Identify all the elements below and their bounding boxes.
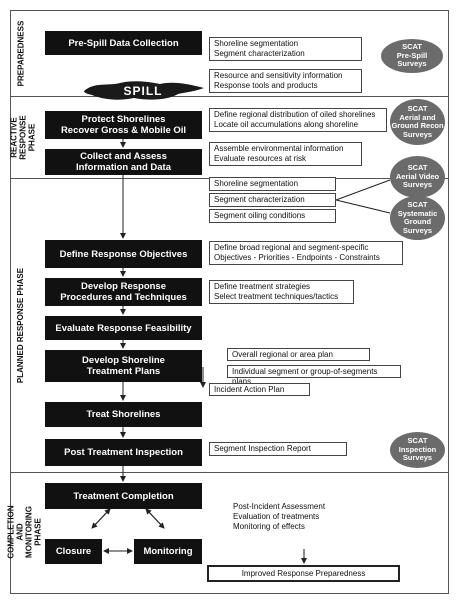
note-prespill-segmentation: Shoreline segmentation Segment character… (209, 37, 362, 61)
scat-aerial-ground-recon: SCAT Aerial and Ground Recon Surveys (390, 99, 445, 145)
note-post-incident: Post-Incident Assessment Evaluation of t… (229, 501, 354, 537)
note-improved-preparedness: Improved Response Preparedness (207, 565, 400, 582)
step-prespill-data-collection: Pre-Spill Data Collection (45, 31, 202, 55)
note-treatment-strategies: Define treatment strategies Select treat… (209, 280, 354, 304)
step-treatment-completion: Treatment Completion (45, 483, 202, 509)
note-define-objectives: Define broad regional and segment-specif… (209, 241, 403, 265)
spill-graphic: SPILL (84, 81, 204, 100)
step-define-response-objectives: Define Response Objectives (45, 240, 202, 268)
note-inspection-report: Segment Inspection Report (209, 442, 347, 456)
step-closure: Closure (45, 539, 102, 564)
step-monitoring: Monitoring (134, 539, 202, 564)
step-develop-procedures: Develop Response Procedures and Techniqu… (45, 278, 202, 306)
step-collect-assess: Collect and Assess Information and Data (45, 149, 202, 175)
note-segment-plans: Individual segment or group-of-segments … (227, 365, 401, 386)
spill-label: SPILL (123, 84, 162, 98)
scat-prespill-surveys: SCAT Pre-Spill Surveys (381, 39, 443, 73)
step-treat-shorelines: Treat Shorelines (45, 402, 202, 427)
phase-label-preparedness: PREPAREDNESS (16, 20, 26, 86)
step-protect-shorelines: Protect Shorelines Recover Gross & Mobil… (45, 111, 202, 139)
note-segment-oiling: Segment oiling conditions (209, 209, 336, 223)
phase-label-completion: COMPLETION AND MONITORING PHASE (7, 505, 43, 559)
phase-label-planned: PLANNED RESPONSE PHASE (16, 267, 26, 383)
note-shoreline-segmentation: Shoreline segmentation (209, 177, 336, 191)
phase-label-reactive: REACTIVE RESPONSE PHASE (9, 114, 37, 160)
step-develop-treatment-plans: Develop Shoreline Treatment Plans (45, 350, 202, 382)
note-protect-distribution: Define regional distribution of oiled sh… (209, 108, 387, 132)
scat-systematic-ground-surveys: SCAT Systematic Ground Surveys (390, 196, 445, 240)
note-regional-plan: Overall regional or area plan (227, 348, 370, 361)
note-collect-environmental: Assemble environmental information Evalu… (209, 142, 362, 166)
note-segment-characterization: Segment characterization (209, 193, 336, 207)
scat-aerial-video-surveys: SCAT Aerial Video Surveys (390, 156, 445, 198)
step-evaluate-feasibility: Evaluate Response Feasibility (45, 316, 202, 340)
note-resource-information: Resource and sensitivity information Res… (209, 69, 362, 93)
step-post-treatment-inspection: Post Treatment Inspection (45, 439, 202, 466)
scat-inspection-surveys: SCAT Inspection Surveys (390, 432, 445, 468)
note-incident-action-plan: Incident Action Plan (209, 383, 310, 396)
